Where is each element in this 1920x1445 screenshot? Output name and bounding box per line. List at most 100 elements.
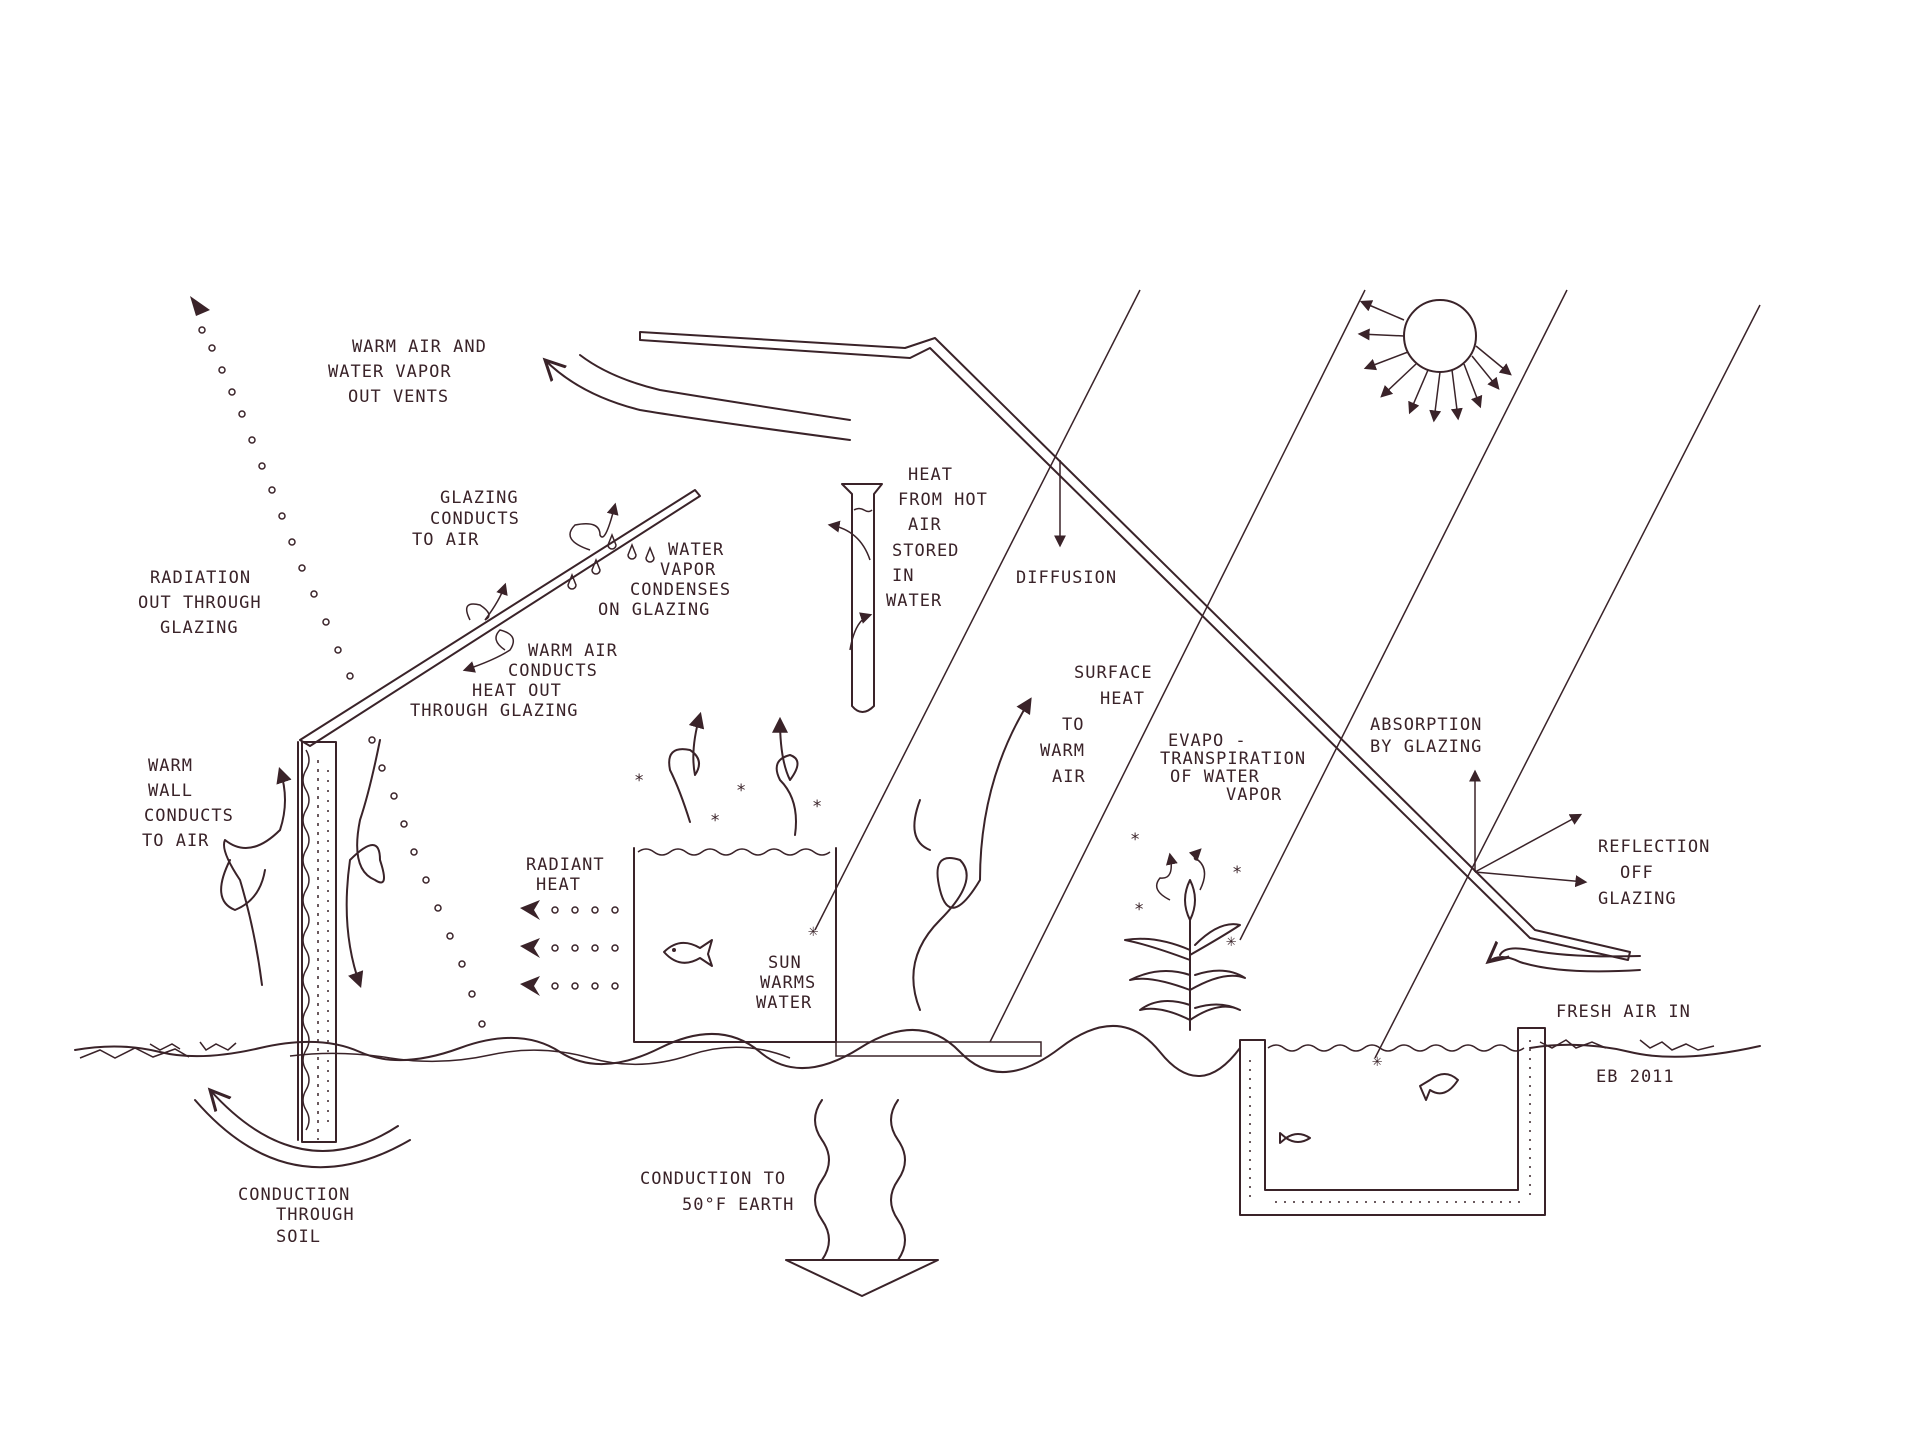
svg-text:GLAZING: GLAZING bbox=[1598, 889, 1677, 909]
label-warm-wall: WARM WALL CONDUCTS TO AIR bbox=[142, 756, 234, 851]
label-diffusion: DIFFUSION bbox=[1016, 568, 1117, 588]
svg-text:TO: TO bbox=[1062, 715, 1084, 735]
label-warm-air-vents: WARM AIR AND WATER VAPOR OUT VENTS bbox=[328, 337, 487, 407]
right-glazing-roof bbox=[639, 331, 1631, 961]
svg-text:CONDUCTS: CONDUCTS bbox=[144, 806, 234, 826]
svg-text:CONDUCTS: CONDUCTS bbox=[508, 661, 598, 681]
svg-text:*: * bbox=[812, 797, 823, 817]
glazing-curls bbox=[462, 502, 655, 673]
svg-text:SUN: SUN bbox=[768, 953, 802, 973]
label-absorption: ABSORPTION BY GLAZING bbox=[1370, 715, 1482, 757]
svg-text:AIR: AIR bbox=[908, 515, 942, 535]
reflection-arrows bbox=[1469, 769, 1588, 888]
svg-text:AIR: AIR bbox=[1052, 767, 1086, 787]
svg-text:OF WATER: OF WATER bbox=[1170, 767, 1260, 787]
svg-text:CONDENSES: CONDENSES bbox=[630, 580, 731, 600]
water-tank bbox=[633, 847, 1042, 1057]
svg-text:*: * bbox=[736, 781, 747, 801]
thermometer-tube-icon bbox=[827, 483, 883, 713]
svg-text:TO AIR: TO AIR bbox=[412, 530, 479, 550]
label-reflection: REFLECTION OFF GLAZING bbox=[1598, 837, 1710, 909]
svg-text:TO AIR: TO AIR bbox=[142, 831, 209, 851]
svg-text:GLAZING: GLAZING bbox=[160, 618, 239, 638]
svg-text:WATER: WATER bbox=[886, 591, 942, 611]
svg-text:*: * bbox=[1232, 863, 1243, 883]
svg-text:REFLECTION: REFLECTION bbox=[1598, 837, 1710, 857]
svg-text:THROUGH: THROUGH bbox=[276, 1205, 355, 1225]
label-radiation: RADIATION OUT THROUGH GLAZING bbox=[138, 568, 262, 638]
sun-rays bbox=[814, 289, 1761, 1059]
svg-text:VAPOR: VAPOR bbox=[660, 560, 716, 580]
svg-text:TRANSPIRATION: TRANSPIRATION bbox=[1160, 749, 1306, 769]
radiation-dots bbox=[190, 296, 486, 1028]
svg-text:WARM: WARM bbox=[148, 756, 193, 776]
svg-text:WALL: WALL bbox=[148, 781, 193, 801]
svg-text:*: * bbox=[634, 771, 645, 791]
sun-icon bbox=[1357, 299, 1512, 423]
label-glazing-conducts: GLAZING CONDUCTS TO AIR bbox=[412, 488, 520, 550]
svg-text:HEAT: HEAT bbox=[536, 875, 581, 895]
label-fresh-air-in: FRESH AIR IN bbox=[1556, 1002, 1691, 1022]
warm-wall-curls bbox=[220, 739, 385, 989]
svg-text:WATER: WATER bbox=[756, 993, 812, 1013]
svg-text:WARM AIR AND: WARM AIR AND bbox=[352, 337, 487, 357]
svg-text:VAPOR: VAPOR bbox=[1226, 785, 1282, 805]
svg-text:ON GLAZING: ON GLAZING bbox=[598, 600, 710, 620]
label-heat-stored: HEAT FROM HOT AIR STORED IN WATER bbox=[886, 465, 988, 611]
svg-text:CONDUCTION TO: CONDUCTION TO bbox=[640, 1169, 786, 1189]
svg-text:SURFACE: SURFACE bbox=[1074, 663, 1153, 683]
svg-text:WARMS: WARMS bbox=[760, 973, 816, 993]
svg-text:THROUGH GLAZING: THROUGH GLAZING bbox=[410, 701, 579, 721]
svg-text:OUT THROUGH: OUT THROUGH bbox=[138, 593, 262, 613]
svg-text:*: * bbox=[1130, 830, 1141, 850]
svg-text:HEAT OUT: HEAT OUT bbox=[472, 681, 562, 701]
fish-icon-pond bbox=[1279, 1073, 1459, 1144]
svg-text:OFF: OFF bbox=[1620, 863, 1654, 883]
svg-text:OUT VENTS: OUT VENTS bbox=[348, 387, 449, 407]
svg-text:RADIANT: RADIANT bbox=[526, 855, 605, 875]
svg-text:EVAPO -: EVAPO - bbox=[1168, 731, 1247, 751]
svg-text:RADIATION: RADIATION bbox=[150, 568, 251, 588]
svg-text:*: * bbox=[710, 811, 721, 831]
svg-text:SOIL: SOIL bbox=[276, 1227, 321, 1247]
surface-heat-curl bbox=[912, 697, 1032, 1011]
sun-burst-tank: ✳ bbox=[808, 921, 819, 941]
svg-text:50°F EARTH: 50°F EARTH bbox=[682, 1195, 794, 1215]
radiant-heat-dots bbox=[520, 900, 619, 996]
ground-surface bbox=[74, 1025, 1761, 1077]
label-sun-warms-water: SUN WARMS WATER bbox=[756, 953, 816, 1013]
svg-text:CONDUCTS: CONDUCTS bbox=[430, 509, 520, 529]
svg-text:STORED: STORED bbox=[892, 541, 959, 561]
svg-text:HEAT: HEAT bbox=[1100, 689, 1145, 709]
label-conduction-earth: CONDUCTION TO 50°F EARTH bbox=[640, 1169, 794, 1215]
soil-conduction-arrow bbox=[210, 1090, 399, 1152]
svg-text:CONDUCTION: CONDUCTION bbox=[238, 1185, 350, 1205]
plant-icon: * * * ✳ bbox=[1124, 830, 1246, 1031]
label-radiant-heat: RADIANT HEAT bbox=[526, 855, 605, 895]
label-conduction-soil: CONDUCTION THROUGH SOIL bbox=[238, 1185, 355, 1247]
left-glazing-panel bbox=[297, 489, 701, 1141]
warm-wall bbox=[301, 741, 337, 1143]
pond-tank: ✳ bbox=[1239, 1027, 1546, 1216]
label-warm-air-conducts: WARM AIR CONDUCTS HEAT OUT THROUGH GLAZI… bbox=[410, 641, 618, 721]
earth-conduction-arrow bbox=[785, 1099, 939, 1297]
svg-text:BY GLAZING: BY GLAZING bbox=[1370, 737, 1482, 757]
svg-text:IN: IN bbox=[892, 566, 914, 586]
svg-text:FROM HOT: FROM HOT bbox=[898, 490, 988, 510]
svg-text:WATER VAPOR: WATER VAPOR bbox=[328, 362, 452, 382]
label-evapotranspiration: EVAPO - TRANSPIRATION OF WATER VAPOR bbox=[1160, 731, 1306, 805]
svg-text:✳: ✳ bbox=[1372, 1051, 1383, 1071]
svg-text:GLAZING: GLAZING bbox=[440, 488, 519, 508]
label-water-vapor: WATER VAPOR CONDENSES ON GLAZING bbox=[598, 540, 731, 620]
tank-steam: * * * * bbox=[634, 711, 823, 836]
svg-text:HEAT: HEAT bbox=[908, 465, 953, 485]
svg-text:✳: ✳ bbox=[1226, 931, 1237, 951]
svg-text:WARM: WARM bbox=[1040, 741, 1085, 761]
signature: EB 2011 bbox=[1596, 1067, 1675, 1087]
label-surface-heat: SURFACE HEAT TO WARM AIR bbox=[1040, 663, 1153, 787]
fresh-air-arrow bbox=[1488, 957, 1641, 973]
svg-text:*: * bbox=[1134, 900, 1145, 920]
svg-text:ABSORPTION: ABSORPTION bbox=[1370, 715, 1482, 735]
svg-text:WARM AIR: WARM AIR bbox=[528, 641, 618, 661]
